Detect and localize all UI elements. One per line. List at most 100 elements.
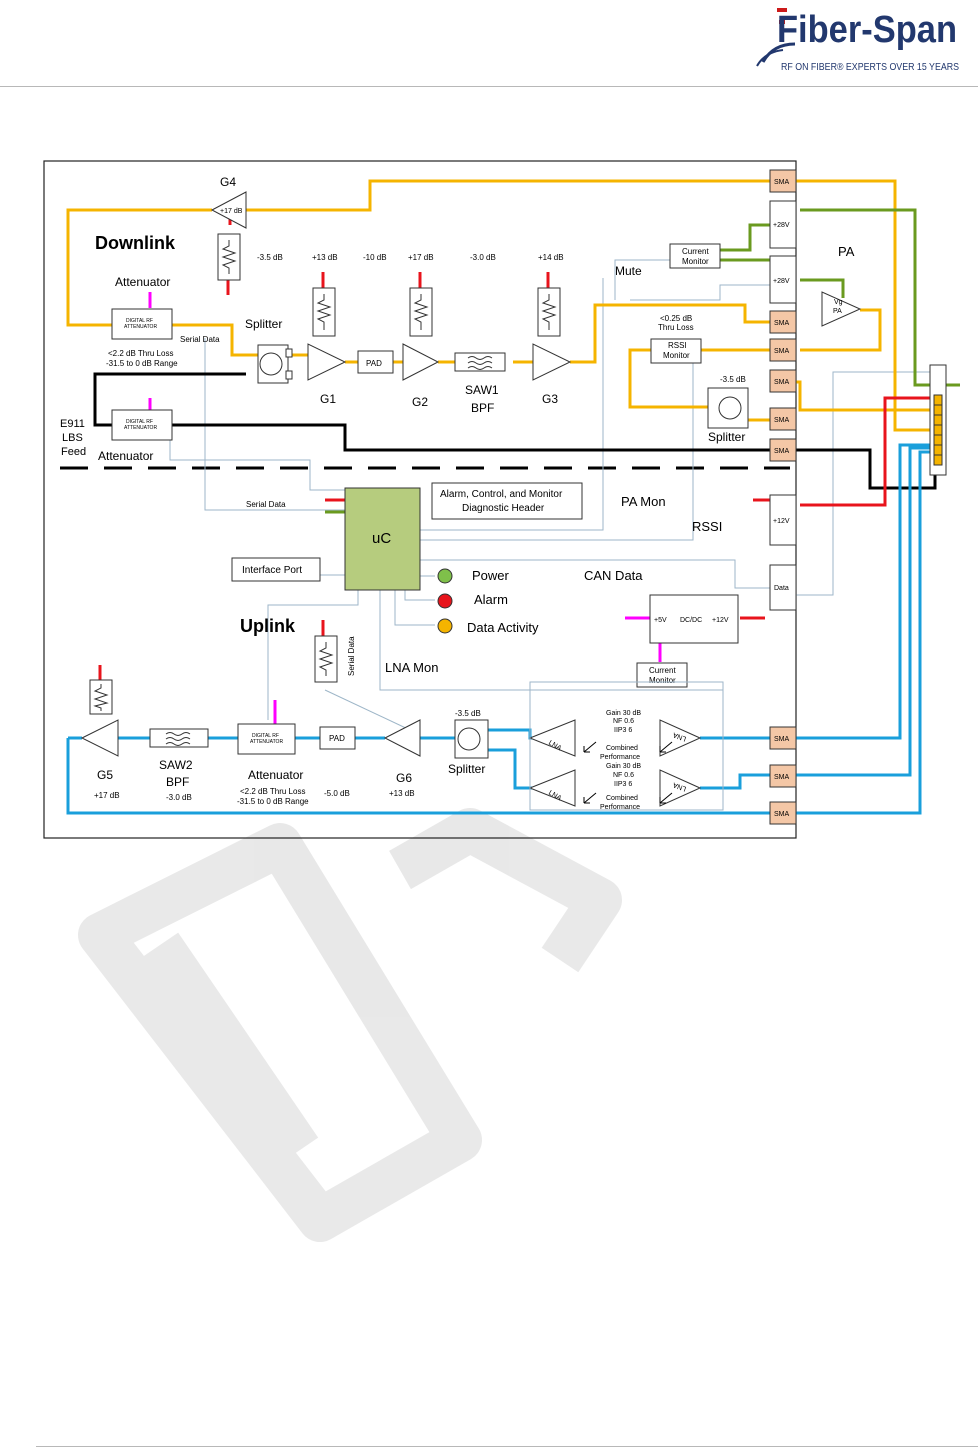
dcdc-12v: +12V: [712, 617, 729, 624]
dl-saw-loss: -3.0 dB: [470, 253, 496, 262]
thru-loss-025: <0.25 dB: [660, 314, 692, 323]
sma-label: SMA: [774, 811, 790, 818]
e911-line-3: Feed: [61, 446, 86, 458]
g6-amplifier: [383, 719, 421, 757]
g2-label: G2: [412, 395, 428, 409]
arrow-icon: [583, 741, 597, 753]
draft-watermark: [78, 808, 622, 1242]
lna-nf-2: NF 0.6: [613, 772, 634, 779]
lna-mon-label: LNA Mon: [385, 660, 438, 675]
lna-iip3-2: IIP3 6: [614, 781, 632, 788]
g6-label: G6: [396, 771, 412, 785]
downlink-heading: Downlink: [95, 233, 176, 253]
lna-gain-1: Gain 30 dB: [606, 710, 641, 717]
dl-g2-gain: +17 dB: [408, 253, 434, 262]
g5-amplifier: [80, 719, 119, 757]
power-label: Power: [472, 568, 510, 583]
g1-coupler: [312, 287, 336, 337]
rssi-monitor-text-2: Monitor: [663, 351, 690, 360]
g4-resistor-icon: [221, 240, 237, 274]
svg-text:RF ON FIBER® EXPERTS OVER 15 Y: RF ON FIBER® EXPERTS OVER 15 YEARS: [781, 61, 959, 73]
ul-thru-loss: <2.2 dB Thru Loss: [240, 787, 305, 796]
dl-g3-gain: +14 dB: [538, 253, 564, 262]
pa-label: PA: [838, 244, 855, 259]
sma-connectors: SMA +28V +28V SMA SMA SMA SMA SMA +12V D…: [769, 169, 797, 825]
header-divider: [0, 86, 978, 87]
g4-gain: +17 dB: [220, 208, 243, 215]
g1-resistor-icon: [316, 294, 332, 330]
lna-current-monitor: [636, 662, 688, 688]
lna-iip3-1: IIP3 6: [614, 727, 632, 734]
lna-current-monitor-text-1: Current: [649, 666, 676, 675]
saw1-icon: [467, 356, 493, 370]
alarm-label: Alarm: [474, 592, 508, 607]
dl-pad: [357, 350, 394, 374]
g5-resistor-icon: [93, 684, 109, 711]
dl-thru-loss: <2.2 dB Thru Loss: [108, 349, 173, 358]
pa-current-monitor-text-1: Current: [682, 247, 709, 256]
dl-serial-data: Serial Data: [180, 335, 220, 344]
uc-label: uC: [372, 530, 391, 547]
data-label: Data: [774, 585, 789, 592]
pa-mon-label: PA Mon: [621, 494, 666, 509]
dl-g1-gain: +13 dB: [312, 253, 338, 262]
lna-current-monitor-text-2: Monitor: [649, 676, 676, 685]
ul-pad-label: PAD: [329, 734, 345, 743]
dl-pad-label: PAD: [366, 359, 382, 368]
g2-amplifier: [402, 343, 440, 381]
g3-coupler: [537, 287, 561, 337]
arrow-icon: [583, 792, 597, 804]
sma-label: SMA: [774, 774, 790, 781]
dl-range: -31.5 to 0 dB Range: [106, 359, 178, 368]
g5-gain: +17 dB: [94, 791, 120, 800]
power-28v-lines: [720, 208, 960, 387]
uplink-path: [66, 443, 935, 815]
g2-resistor-icon: [413, 294, 429, 330]
e911-att-text-2: ATTENUATOR: [124, 425, 157, 431]
alarm-header-text-2: Diagnostic Header: [462, 503, 545, 514]
can-data-label: CAN Data: [584, 568, 643, 583]
ul-pad: [319, 726, 356, 750]
microcontroller: [344, 487, 421, 591]
rssi-monitor: [650, 338, 702, 364]
dl-splitter-icon: [259, 352, 283, 376]
svg-text:Fiber-Span: Fiber-Span: [777, 9, 957, 51]
pa-current-monitor: [669, 243, 721, 269]
e911-attenuator-label: Attenuator: [98, 449, 153, 463]
sma-label: SMA: [774, 348, 790, 355]
pa-vg-label: Vg: [834, 299, 843, 306]
lna-gain-2: Gain 30 dB: [606, 763, 641, 770]
sma-label: SMA: [774, 736, 790, 743]
data-activity-led-icon: [437, 618, 453, 634]
dl-digital-attenuator: [111, 308, 173, 340]
lna-stage-2: LNA LNA Gain 30 dB NF 0.6 IIP3 6 Combine…: [528, 763, 702, 811]
dl-pad-loss: -10 dB: [363, 253, 387, 262]
lna-nf-1: NF 0.6: [613, 718, 634, 725]
rssi-splitter-icon: [718, 396, 742, 420]
lna-combined-2a: Combined: [606, 795, 638, 802]
ul-att-text-2: ATTENUATOR: [250, 739, 283, 745]
ul-splitter-label: Splitter: [448, 762, 485, 776]
dl-attenuator-label: Attenuator: [115, 275, 170, 289]
saw1-label: SAW1: [465, 383, 499, 397]
dl-att-text-1: DIGITAL RF: [126, 318, 153, 324]
rssi-monitor-text-1: RSSI: [668, 341, 687, 350]
interface-port-label: Interface Port: [242, 565, 302, 576]
dl-pad1-loss: -3.5 dB: [257, 253, 283, 262]
lna-label: LNA: [672, 781, 688, 792]
saw2-label: SAW2: [159, 758, 193, 772]
dl-serial-data-2: Serial Data: [246, 500, 286, 509]
e911-att-text-1: DIGITAL RF: [126, 419, 153, 425]
alarm-control-header: [431, 482, 583, 520]
thru-loss-025-b: Thru Loss: [658, 323, 694, 332]
lna-label: LNA: [672, 731, 688, 742]
e911-path: [93, 372, 937, 490]
dcdc-5v: +5V: [654, 617, 667, 624]
pa-amplifier: [821, 291, 862, 327]
p12v-label: +12V: [773, 518, 790, 525]
ul-splitter-icon: [457, 727, 481, 751]
dl-att-text-2: ATTENUATOR: [124, 324, 157, 330]
sma-label: SMA: [774, 448, 790, 455]
lna-combined-1a: Combined: [606, 745, 638, 752]
g4-label: G4: [220, 175, 236, 189]
